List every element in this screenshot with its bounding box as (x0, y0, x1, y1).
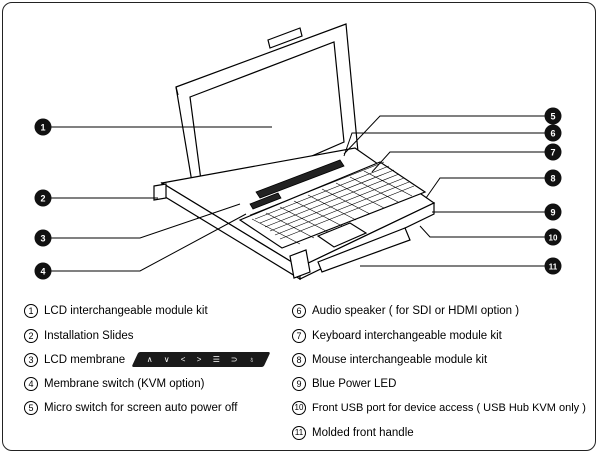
callout-marker-3: 3 (34, 229, 52, 247)
callout-marker-4: 4 (34, 262, 52, 280)
legend-item-8: 8 Mouse interchangeable module kit (292, 353, 487, 367)
legend-number: 7 (292, 329, 306, 343)
legend-number: 8 (292, 353, 306, 367)
callout-marker-10: 10 (544, 228, 562, 246)
legend-number: 10 (292, 401, 306, 415)
svg-text:9: 9 (550, 208, 555, 218)
power-icon: ♁ (249, 354, 256, 364)
membrane-strip (249, 159, 345, 210)
legend-number: 3 (24, 352, 38, 367)
keyboard-base (153, 147, 436, 281)
exit-icon: ⊃ (231, 354, 239, 364)
svg-text:10: 10 (549, 234, 558, 243)
up-arrow-icon: ∧ (146, 354, 153, 364)
legend-number: 2 (24, 329, 38, 343)
legend-item-9: 9 Blue Power LED (292, 377, 396, 391)
legend-number: 4 (24, 377, 38, 391)
svg-text:2: 2 (40, 194, 45, 204)
callout-marker-6: 6 (544, 124, 562, 142)
legend-label: Audio speaker ( for SDI or HDMI option ) (312, 305, 520, 317)
legend-number: 1 (24, 304, 38, 318)
left-arrow-icon: < (181, 354, 186, 364)
legend-label: Mouse interchangeable module kit (312, 354, 488, 366)
legend-item-6: 6 Audio speaker ( for SDI or HDMI option… (292, 304, 519, 318)
menu-icon: ☰ (213, 354, 221, 364)
callout-marker-11: 11 (544, 257, 562, 275)
callout-marker-8: 8 (544, 169, 562, 187)
svg-text:4: 4 (40, 267, 45, 277)
legend-item-2: 2 Installation Slides (24, 329, 134, 343)
svg-text:6: 6 (550, 129, 555, 139)
svg-text:8: 8 (550, 174, 555, 184)
svg-text:7: 7 (550, 148, 555, 158)
leader-lines (51, 115, 545, 272)
legend-number: 6 (292, 304, 306, 318)
legend-item-1: 1 LCD interchangeable module kit (24, 304, 208, 318)
down-arrow-icon: ∨ (163, 354, 170, 364)
legend-number: 5 (24, 401, 38, 415)
legend-number: 9 (292, 377, 306, 391)
legend-number: 11 (292, 426, 306, 440)
legend-item-3: 3 LCD membrane ∧ ∨ < > ☰ ⊃ ♁ (24, 352, 271, 367)
lcd-membrane-illustration: ∧ ∨ < > ☰ ⊃ ♁ (131, 352, 271, 367)
kvm-console-illustration: 1 2 3 4 5 6 7 8 9 10 11 (34, 23, 562, 281)
legend-label: Blue Power LED (312, 378, 397, 390)
callout-marker-2: 2 (34, 189, 52, 207)
right-arrow-icon: > (197, 354, 202, 364)
legend-label: Micro switch for screen auto power off (44, 402, 238, 414)
legend-left: 1 LCD interchangeable module kit 2 Insta… (24, 304, 294, 424)
callout-marker-7: 7 (544, 143, 562, 161)
legend-label: Membrane switch (KVM option) (44, 378, 205, 390)
svg-text:3: 3 (40, 234, 45, 244)
legend-label: Keyboard interchangeable module kit (312, 330, 502, 342)
legend-item-4: 4 Membrane switch (KVM option) (24, 377, 204, 391)
svg-text:5: 5 (550, 112, 555, 122)
callout-marker-9: 9 (544, 203, 562, 221)
legend-label: Front USB port for device access ( USB H… (312, 402, 586, 414)
legend-label: LCD membrane (44, 353, 126, 366)
callout-marker-1: 1 (34, 118, 52, 136)
legend-label: Molded front handle (312, 427, 414, 439)
keyboard-keys (249, 161, 415, 245)
svg-text:1: 1 (40, 123, 45, 133)
legend-label: Installation Slides (44, 330, 134, 342)
legend-right: 6 Audio speaker ( for SDI or HDMI option… (292, 304, 592, 444)
legend-item-11: 11 Molded front handle (292, 426, 414, 440)
svg-text:11: 11 (549, 263, 558, 272)
legend-item-10: 10 Front USB port for device access ( US… (292, 401, 586, 415)
legend-item-5: 5 Micro switch for screen auto power off (24, 401, 237, 415)
legend-label: LCD interchangeable module kit (44, 305, 208, 317)
callout-marker-5: 5 (544, 107, 562, 125)
legend-item-7: 7 Keyboard interchangeable module kit (292, 329, 502, 343)
